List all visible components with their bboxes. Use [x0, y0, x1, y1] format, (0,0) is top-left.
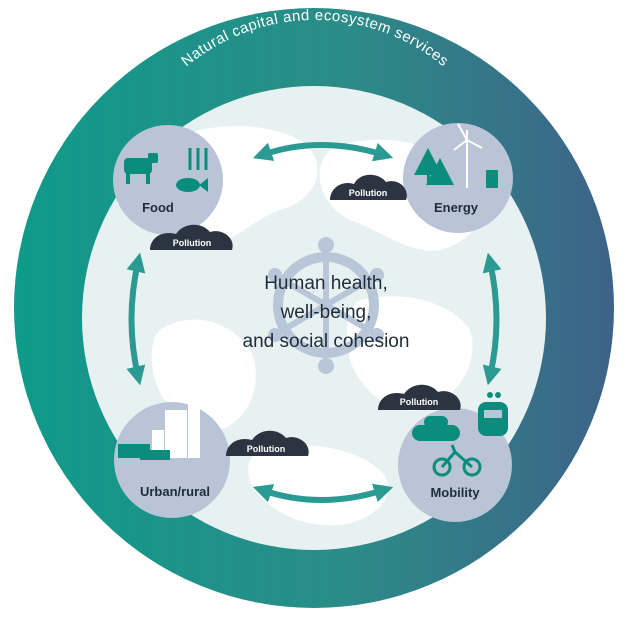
- fish-icon: [176, 178, 208, 192]
- pollution-label-urban: Pollution: [247, 444, 286, 454]
- center-line-3: and social cohesion: [243, 331, 410, 352]
- wheat-icon: [188, 148, 208, 170]
- arrow-urban-mobility: [252, 483, 394, 503]
- city-buildings-icon: [152, 402, 200, 458]
- pollution-cloud-energy: Pollution: [330, 174, 407, 200]
- car-icon: [412, 416, 460, 441]
- tree-icon: [414, 148, 454, 185]
- arrow-food-energy: [252, 142, 394, 162]
- pollution-cloud-mobility: Pollution: [378, 384, 461, 410]
- arrow-food-urban: [126, 252, 146, 386]
- center-line-2: well-being,: [280, 302, 372, 323]
- node-urban-rural: Urban/rural: [114, 402, 230, 518]
- node-food: Food: [113, 125, 223, 235]
- energy-label: Energy: [434, 200, 479, 215]
- arrow-energy-mobility: [482, 252, 502, 386]
- node-energy: Energy: [403, 123, 513, 233]
- arrows: [126, 142, 502, 503]
- bicycle-icon: [432, 444, 482, 477]
- urban-rural-label: Urban/rural: [140, 484, 210, 499]
- pollution-label-mobility: Pollution: [400, 397, 439, 407]
- pollution-label-energy: Pollution: [349, 188, 388, 198]
- wind-turbine-icon: [453, 123, 483, 188]
- pollution-label-food: Pollution: [173, 238, 212, 248]
- mobility-label: Mobility: [430, 485, 480, 500]
- node-mobility: Mobility: [398, 392, 512, 522]
- farm-icon: [118, 444, 170, 460]
- train-icon: [478, 392, 508, 436]
- pollution-cloud-urban: Pollution: [226, 430, 309, 456]
- pollution-cloud-food: Pollution: [150, 224, 233, 250]
- human-wheel-emblem: [268, 237, 384, 374]
- cow-icon: [124, 153, 158, 184]
- food-label: Food: [142, 200, 174, 215]
- center-line-1: Human health,: [264, 273, 388, 294]
- fuel-pump-icon: [486, 170, 498, 188]
